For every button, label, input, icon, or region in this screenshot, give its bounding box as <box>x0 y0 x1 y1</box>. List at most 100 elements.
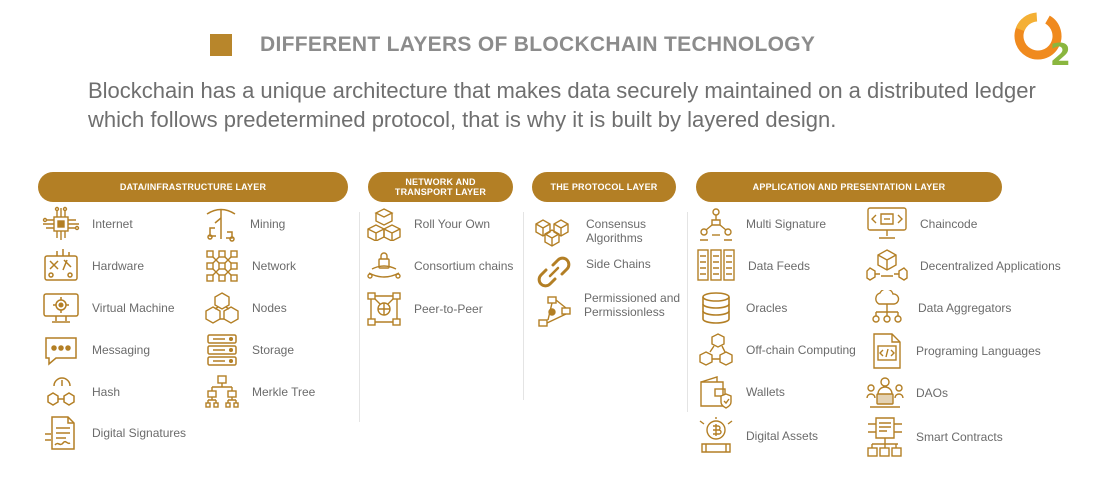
chat-icon <box>45 337 77 366</box>
layer-item: Digital Signatures <box>42 414 186 452</box>
layer-item: Messaging <box>42 332 150 368</box>
item-label: Hash <box>92 385 121 399</box>
layer-item: DAOs <box>866 374 948 412</box>
layer-header-line: TRANSPORT LAYER <box>394 187 487 197</box>
layer-item: Digital Assets <box>698 416 818 456</box>
title-row: DIFFERENT LAYERS OF BLOCKCHAIN TECHNOLOG… <box>210 33 815 57</box>
database-icon <box>702 292 730 324</box>
layer-header-application-presentation: APPLICATION AND PRESENTATION LAYER <box>696 172 1002 202</box>
item-label: Messaging <box>92 343 151 357</box>
signature-icon <box>45 416 75 450</box>
page-title: DIFFERENT LAYERS OF BLOCKCHAIN TECHNOLOG… <box>260 33 816 56</box>
monitor-gear-icon <box>43 293 79 323</box>
label-line: Permissionless <box>584 305 665 319</box>
item-label: Wallets <box>746 385 785 399</box>
layer-header-protocol: THE PROTOCOL LAYER <box>532 172 676 202</box>
tree-icon <box>205 375 239 408</box>
code-file-icon <box>873 333 901 369</box>
title-bullet <box>210 34 232 56</box>
item-label: Digital Signatures <box>92 426 187 440</box>
aggregator-icon <box>872 290 902 323</box>
layer-item: Oracles <box>698 290 787 326</box>
layer-item: Wallets <box>698 374 785 410</box>
pickaxe-icon <box>206 208 236 242</box>
layer-item: Chaincode <box>866 206 977 242</box>
layer-item: Smart Contracts <box>866 416 1003 458</box>
chaincode-icon <box>867 207 907 239</box>
layer-item: Off-chain Computing <box>698 332 856 368</box>
item-label: Programing Languages <box>916 344 1041 358</box>
layer-item: Programing Languages <box>868 332 1041 370</box>
layer-item: Mining <box>204 204 285 244</box>
item-label: Chaincode <box>920 217 978 231</box>
item-label: Network <box>252 259 297 273</box>
item-label: Side Chains <box>586 257 651 271</box>
item-label: Data Feeds <box>748 259 811 273</box>
item-label: Merkle Tree <box>252 385 316 399</box>
item-label-multiline: Consensus Algorithms <box>586 217 646 245</box>
item-label: DAOs <box>916 386 949 400</box>
layer-item: Peer-to-Peer <box>366 291 483 327</box>
item-label: Storage <box>252 343 295 357</box>
item-label: Hardware <box>92 259 145 273</box>
nodes-icon <box>205 292 239 324</box>
layer-item: Roll Your Own <box>366 207 490 241</box>
wallet-icon <box>700 376 732 409</box>
item-label: Mining <box>250 217 286 231</box>
column-divider <box>687 212 688 412</box>
layer-item: Multi Signature <box>698 206 826 242</box>
item-label: Decentralized Applications <box>920 259 1061 273</box>
contract-icon <box>867 417 902 457</box>
layer-item: Consortium chains <box>366 249 513 283</box>
item-label: Digital Assets <box>746 429 819 443</box>
network-icon <box>206 250 238 282</box>
consortium-icon <box>367 252 401 279</box>
column-divider <box>359 212 360 422</box>
peer-network-icon <box>367 292 401 326</box>
permission-icon <box>538 296 571 327</box>
layer-item: Consensus Algorithms <box>530 214 646 248</box>
data-feed-icon <box>697 249 735 281</box>
layer-item: Nodes <box>204 290 287 326</box>
layer-item: Decentralized Applications <box>866 248 1061 284</box>
item-label: Nodes <box>252 301 287 315</box>
server-icon <box>207 334 237 366</box>
layer-item: Merkle Tree <box>204 374 315 410</box>
offchain-icon <box>699 333 733 366</box>
o2-logo-icon: 2 <box>1014 12 1071 70</box>
label-line: Algorithms <box>586 231 643 245</box>
item-label: Multi Signature <box>746 217 827 231</box>
chain-link-icon <box>537 256 571 288</box>
layer-item: Storage <box>204 332 294 368</box>
column-divider <box>523 212 524 400</box>
item-label: Smart Contracts <box>916 430 1003 444</box>
item-label: Oracles <box>746 301 788 315</box>
layer-item: Virtual Machine <box>42 290 175 326</box>
layer-item: Network <box>204 248 296 284</box>
dapp-icon <box>866 249 908 281</box>
cubes-icon <box>535 219 569 247</box>
svg-text:2: 2 <box>1050 38 1071 70</box>
multisig-icon <box>700 208 732 241</box>
dao-icon <box>866 377 904 408</box>
layer-item: Permissioned and Permissionless <box>536 291 681 330</box>
label-line: Permissioned and <box>584 291 681 305</box>
blocks-icon <box>367 208 401 241</box>
label-line: Consensus <box>586 217 647 231</box>
item-label: Off-chain Computing <box>746 343 856 357</box>
layer-item: Data Aggregators <box>868 290 1011 326</box>
layer-item: Internet <box>42 206 133 242</box>
item-label: Internet <box>92 217 133 231</box>
layer-item: Hash <box>42 374 120 410</box>
layer-item: Data Feeds <box>696 248 810 284</box>
hash-icon <box>47 377 75 406</box>
layer-item: Side Chains <box>536 255 651 289</box>
layer-header-data-infrastructure: DATA/INFRASTRUCTURE LAYER <box>38 172 348 202</box>
page-description: Blockchain has a unique architecture tha… <box>88 78 1036 132</box>
hardware-icon <box>44 249 78 281</box>
item-label: Peer-to-Peer <box>414 302 483 316</box>
layer-item: Hardware <box>42 248 144 284</box>
chip-icon <box>42 206 80 240</box>
item-label: Data Aggregators <box>918 301 1012 315</box>
item-label: Consortium chains <box>414 259 514 273</box>
